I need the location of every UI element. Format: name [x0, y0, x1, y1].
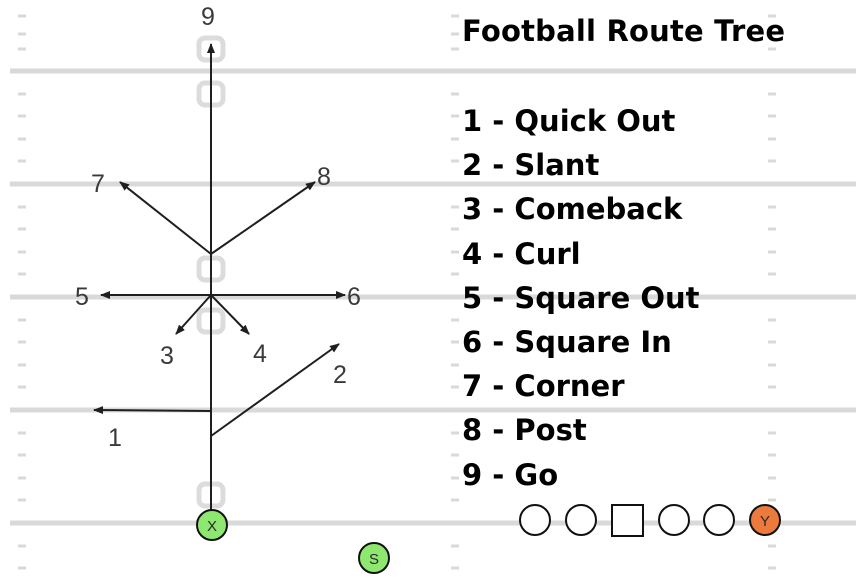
legend-item-quick-out: 1 - Quick Out	[462, 104, 676, 138]
lineman-circle	[703, 504, 735, 536]
slot-s: S	[358, 542, 390, 574]
route-8-post	[210, 181, 316, 255]
route-labels: 9 7 8 5 6 3 4 2 1	[75, 3, 361, 452]
routes	[93, 43, 346, 512]
route-label-4: 4	[253, 340, 267, 368]
legend-item-slant: 2 - Slant	[462, 148, 600, 183]
route-label-5: 5	[75, 283, 89, 311]
hash-marks	[18, 14, 776, 570]
tight-end-y: Y	[749, 504, 781, 536]
lineman-circle	[658, 504, 690, 536]
receiver-x-label: X	[207, 518, 217, 535]
legend-item-post: 8 - Post	[462, 413, 587, 448]
legend-item-go: 9 - Go	[462, 457, 559, 492]
route-label-3: 3	[160, 342, 174, 370]
route-label-7: 7	[91, 170, 105, 198]
route-2-slant	[210, 343, 340, 437]
route-label-9: 9	[201, 3, 215, 31]
route-label-1: 1	[108, 424, 122, 452]
diagram-title: Football Route Tree	[462, 14, 786, 48]
route-label-2: 2	[333, 361, 347, 389]
lineman-circle	[519, 504, 551, 536]
formation	[519, 504, 735, 537]
route-1-quick-out	[93, 406, 212, 415]
route-4-curl	[210, 294, 250, 335]
lineman-circle	[565, 504, 597, 536]
slot-s-label: S	[369, 551, 379, 568]
route-3-comeback	[175, 294, 212, 335]
route-legend: 1 - Quick Out 2 - Slant 3 - Comeback 4 -…	[462, 101, 700, 499]
legend-item-corner: 7 - Corner	[462, 369, 625, 404]
center-square	[611, 504, 644, 537]
legend-item-square-out: 5 - Square Out	[462, 280, 700, 315]
route-7-corner	[119, 181, 212, 255]
yard-lines	[10, 68, 856, 526]
legend-item-comeback: 3 - Comeback	[462, 192, 683, 227]
receiver-x: X	[196, 509, 228, 541]
legend-item-curl: 4 - Curl	[462, 236, 581, 271]
route-label-8: 8	[317, 163, 331, 191]
tight-end-y-label: Y	[760, 513, 770, 530]
route-label-6: 6	[347, 283, 361, 311]
legend-item-square-in: 6 - Square In	[462, 324, 672, 359]
